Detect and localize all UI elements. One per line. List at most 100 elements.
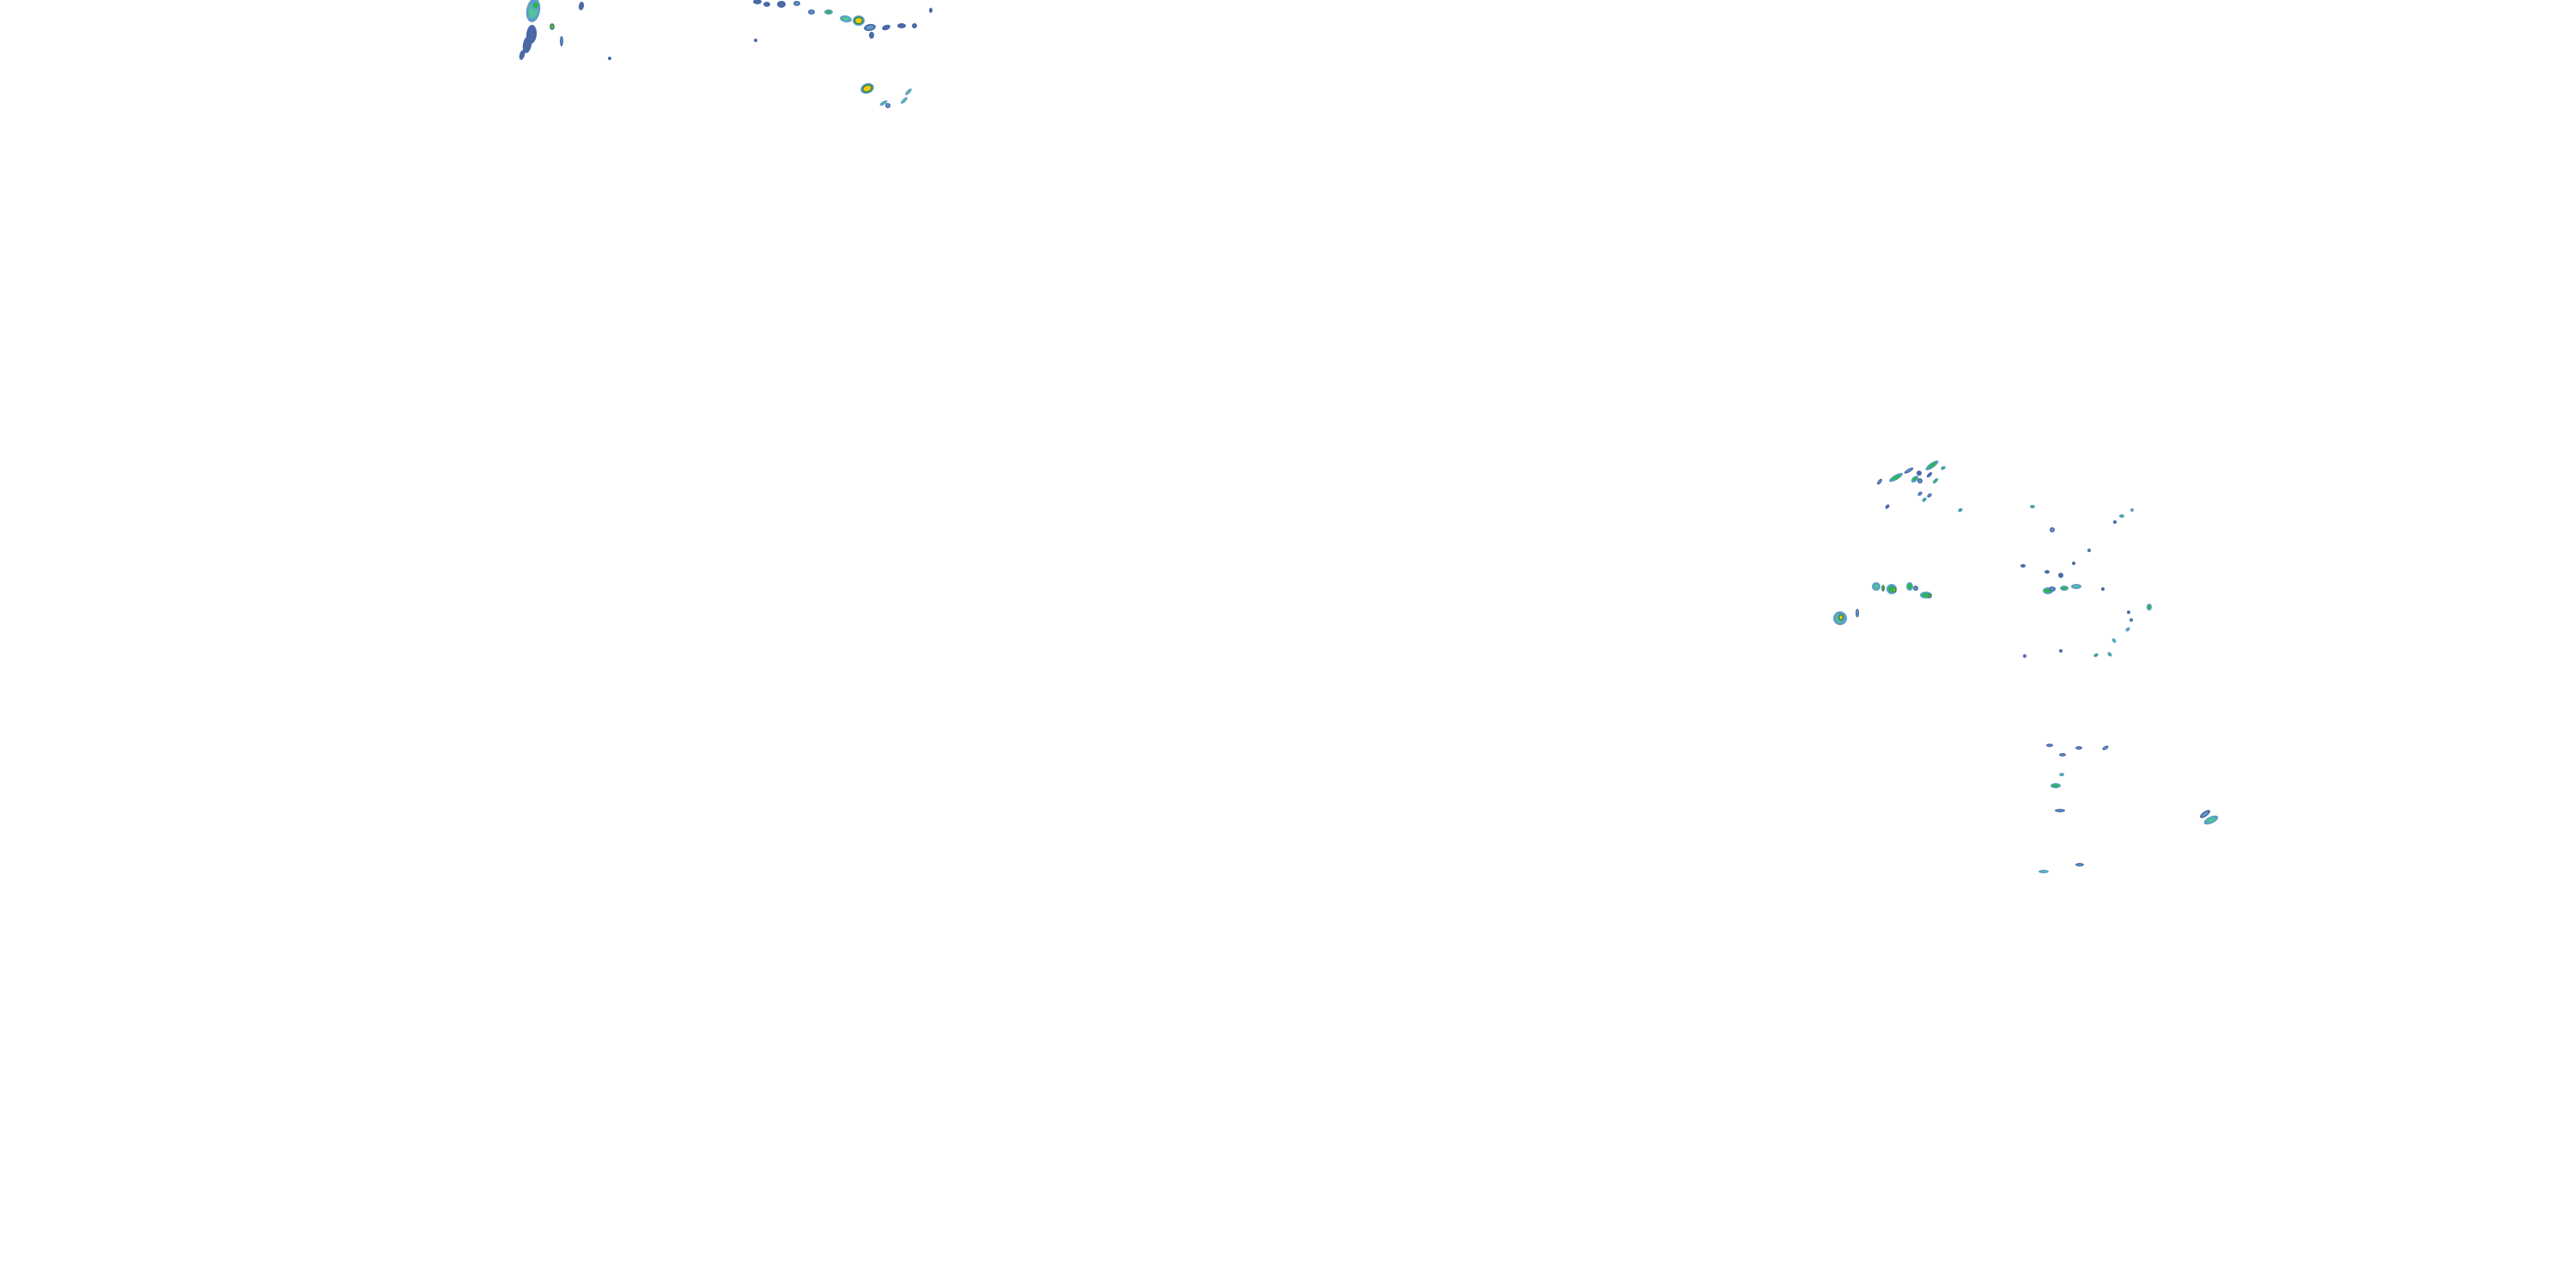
radar-echo-core <box>1918 479 1922 483</box>
radar-echo <box>879 100 888 106</box>
radar-echo <box>2020 564 2026 568</box>
radar-echo-core <box>809 10 814 14</box>
radar-echo <box>1917 491 1923 496</box>
radar-echo-core <box>1914 586 1917 590</box>
radar-echo <box>929 8 933 13</box>
radar-echo <box>2101 587 2105 591</box>
radar-echo-core <box>2148 605 2151 610</box>
radar-echo-core <box>2062 586 2067 590</box>
radar-echo-core <box>794 2 799 5</box>
radar-echo-core <box>561 38 562 45</box>
radar-echo-heavy-ring <box>1892 587 1897 592</box>
radar-echo-core <box>2073 562 2075 564</box>
radar-echo <box>1877 478 1882 485</box>
radar-echo <box>2038 870 2049 873</box>
radar-echo <box>1922 497 1927 502</box>
radar-echo <box>1932 477 1939 484</box>
radar-echo <box>901 97 908 104</box>
radar-echo <box>1958 507 1963 513</box>
radar-echo-core <box>1905 469 1912 472</box>
radar-echo-core <box>866 25 874 30</box>
radar-echo-core <box>2114 521 2116 523</box>
radar-echo-core <box>2040 871 2047 872</box>
radar-echo-core <box>2077 864 2082 866</box>
radar-echo <box>2071 584 2081 589</box>
radar-echo <box>2075 863 2084 866</box>
radar-echo <box>2059 649 2063 653</box>
radar-echo-core <box>1934 479 1937 483</box>
radar-echo-core <box>2050 528 2054 532</box>
radar-echo-core <box>899 24 904 27</box>
radar-echo <box>2130 508 2134 512</box>
radar-echo <box>2113 520 2117 524</box>
radar-echo <box>1856 609 1859 617</box>
radar-echo <box>1889 472 1903 483</box>
radar-echo-core <box>2130 619 2132 621</box>
radar-echo <box>2050 783 2061 788</box>
radar-echo <box>2111 638 2117 643</box>
radar-echo <box>550 23 555 30</box>
radar-echo <box>753 0 762 4</box>
radar-echo-core <box>841 16 850 21</box>
radar-echo-heavy-ring <box>1927 593 1932 598</box>
radar-echo <box>522 36 532 53</box>
radar-echo-core <box>1838 615 1844 620</box>
radar-echo <box>2093 653 2099 658</box>
radar-echo <box>2107 652 2112 657</box>
radar-echo <box>2127 611 2130 614</box>
radar-echo-core <box>1912 477 1917 482</box>
radar-echo <box>2129 618 2133 622</box>
radar-echo <box>869 32 874 39</box>
radar-echo-core <box>2076 747 2081 749</box>
radar-echo <box>1881 585 1885 592</box>
radar-echo <box>2125 627 2130 632</box>
radar-echo <box>853 15 865 26</box>
radar-echo-core <box>2073 585 2080 588</box>
radar-echo <box>1838 613 1844 622</box>
radar-echo-core <box>884 26 889 29</box>
radar-echo-core <box>2088 550 2090 551</box>
radar-echo-core <box>2021 565 2025 567</box>
radar-echo-core <box>854 17 863 24</box>
radar-echo <box>519 50 526 60</box>
radar-echo <box>864 23 876 32</box>
radar-echo <box>578 2 585 10</box>
radar-echo-core <box>2060 650 2062 652</box>
radar-echo-core <box>2128 611 2129 613</box>
radar-echo-heavy-ring <box>854 16 864 25</box>
radar-echo <box>2044 570 2050 574</box>
radar-echo <box>2046 744 2053 747</box>
radar-echo <box>1892 586 1897 593</box>
radar-echo-core <box>2202 811 2208 817</box>
radar-echo-core <box>2126 628 2129 631</box>
radar-echo-core <box>2059 574 2063 577</box>
radar-echo <box>2058 573 2063 578</box>
radar-echo <box>905 88 912 95</box>
radar-echo-core <box>913 24 916 27</box>
radar-echo <box>2059 753 2066 756</box>
radar-echo-core <box>2094 653 2098 657</box>
radar-echo <box>912 23 917 28</box>
radar-echo-core <box>524 39 531 51</box>
radar-echo-heavy-ring <box>550 24 555 29</box>
radar-echo-core <box>1941 466 1945 470</box>
radar-echo-core <box>1886 505 1889 508</box>
radar-echo <box>777 1 786 8</box>
radar-echo <box>1913 586 1918 591</box>
radar-echo-core <box>2031 506 2034 507</box>
radar-echo-heavy-ring <box>1881 586 1885 591</box>
radar-echo-core <box>2108 653 2111 656</box>
radar-echo-core <box>886 104 890 107</box>
radar-echo <box>1917 478 1923 483</box>
radar-echo <box>2023 654 2026 658</box>
radar-echo-core <box>779 2 784 7</box>
radar-echo <box>1927 493 1932 498</box>
radar-echo <box>808 9 815 15</box>
radar-echo <box>2119 514 2124 518</box>
radar-echo <box>824 9 833 15</box>
radar-echo-core <box>1907 584 1912 589</box>
radar-echo-core <box>2024 655 2026 657</box>
radar-echo-core <box>1856 611 1858 616</box>
radar-echo <box>793 1 800 6</box>
